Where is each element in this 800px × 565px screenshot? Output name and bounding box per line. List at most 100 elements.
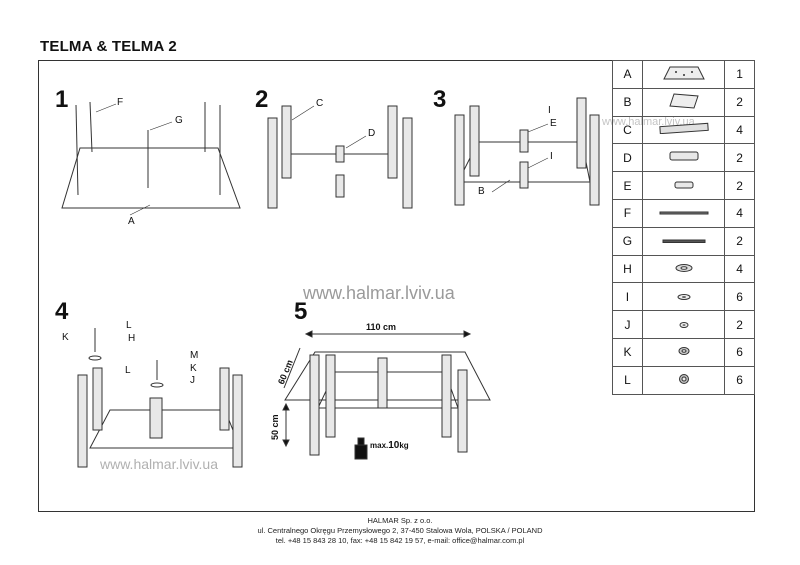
glass-top-icon	[662, 66, 706, 83]
short-rod-icon	[661, 234, 707, 248]
part-picture	[641, 282, 726, 312]
label-j: J	[190, 375, 195, 386]
part-quantity: 4	[724, 198, 755, 228]
step1-drawing	[61, 101, 241, 216]
part-quantity: 4	[724, 115, 755, 145]
step5-drawing	[282, 330, 491, 460]
label-h: H	[128, 333, 136, 344]
connector-tube-icon	[668, 151, 700, 165]
step4-drawing	[77, 328, 243, 468]
large-washer-icon	[674, 262, 694, 276]
nut-icon	[677, 345, 691, 359]
part-letter: J	[612, 310, 643, 339]
part-picture	[641, 226, 726, 256]
watermark-bottom: www.halmar.lviv.ua	[100, 456, 219, 472]
footer-company: HALMAR Sp. z o.o.	[367, 516, 433, 525]
label-k-left: K	[62, 332, 69, 343]
part-quantity: 2	[724, 310, 755, 339]
part-letter: C	[612, 115, 643, 145]
label-e: E	[550, 118, 557, 129]
max-load-value: 10	[388, 440, 400, 451]
part-picture	[641, 365, 726, 395]
part-picture	[641, 171, 726, 200]
dimension-width: 110 cm	[366, 322, 397, 332]
step-number-1: 1	[55, 86, 69, 113]
part-picture	[641, 60, 726, 89]
max-load-unit: kg	[399, 441, 409, 450]
part-letter: G	[612, 226, 643, 256]
footer: HALMAR Sp. z o.o. ul. Centralnego Okręgu…	[0, 516, 800, 546]
label-f: F	[117, 97, 124, 108]
part-picture	[641, 87, 726, 117]
label-l-left: L	[126, 320, 132, 331]
part-quantity: 2	[724, 171, 755, 200]
label-g: G	[175, 115, 183, 126]
part-picture	[641, 254, 726, 284]
part-letter: B	[612, 87, 643, 117]
label-i-bottom: I	[550, 151, 553, 162]
footer-address: ul. Centralnego Okręgu Przemysłowego 2, …	[257, 526, 543, 535]
dimension-height: 50 cm	[270, 414, 280, 440]
document-title: TELMA & TELMA 2	[40, 38, 177, 55]
footer-contact: tel. +48 15 843 28 10, fax: +48 15 842 1…	[275, 536, 525, 545]
cap-nut-icon	[677, 373, 691, 388]
step2-drawing	[267, 105, 413, 209]
instruction-frame	[38, 60, 755, 512]
part-picture	[641, 337, 726, 367]
label-l-center: L	[125, 365, 131, 376]
step3-drawing	[454, 97, 600, 206]
label-m: M	[190, 350, 199, 361]
long-rod-icon	[658, 206, 710, 220]
part-quantity: 1	[724, 60, 755, 89]
label-c: C	[316, 98, 324, 109]
glass-shelf-icon	[668, 93, 700, 112]
part-letter: F	[612, 198, 643, 228]
part-letter: I	[612, 282, 643, 312]
max-load-prefix: max.	[370, 441, 389, 450]
part-quantity: 6	[724, 337, 755, 367]
part-quantity: 4	[724, 254, 755, 284]
label-d: D	[368, 128, 376, 139]
label-k-center: K	[190, 363, 197, 374]
part-quantity: 6	[724, 365, 755, 395]
part-picture	[641, 115, 726, 145]
flat-washer-icon	[676, 290, 692, 304]
part-quantity: 2	[724, 143, 755, 173]
label-b: B	[478, 186, 485, 197]
short-tube-icon	[673, 179, 695, 193]
part-quantity: 2	[724, 87, 755, 117]
part-letter: L	[612, 365, 643, 395]
label-a: A	[128, 216, 135, 227]
part-letter: K	[612, 337, 643, 367]
leg-tube-icon	[658, 123, 710, 137]
small-washer-icon	[678, 318, 690, 332]
part-letter: D	[612, 143, 643, 173]
part-picture	[641, 198, 726, 228]
part-quantity: 2	[724, 226, 755, 256]
watermark-center: www.halmar.lviv.ua	[303, 283, 455, 303]
label-i-top: I	[548, 105, 551, 116]
part-letter: H	[612, 254, 643, 284]
step-number-5: 5	[294, 298, 308, 325]
step-number-3: 3	[433, 86, 447, 113]
part-picture	[641, 143, 726, 173]
step-number-2: 2	[255, 86, 269, 113]
part-letter: E	[612, 171, 643, 200]
part-letter: A	[612, 60, 643, 89]
step-number-4: 4	[55, 298, 69, 325]
